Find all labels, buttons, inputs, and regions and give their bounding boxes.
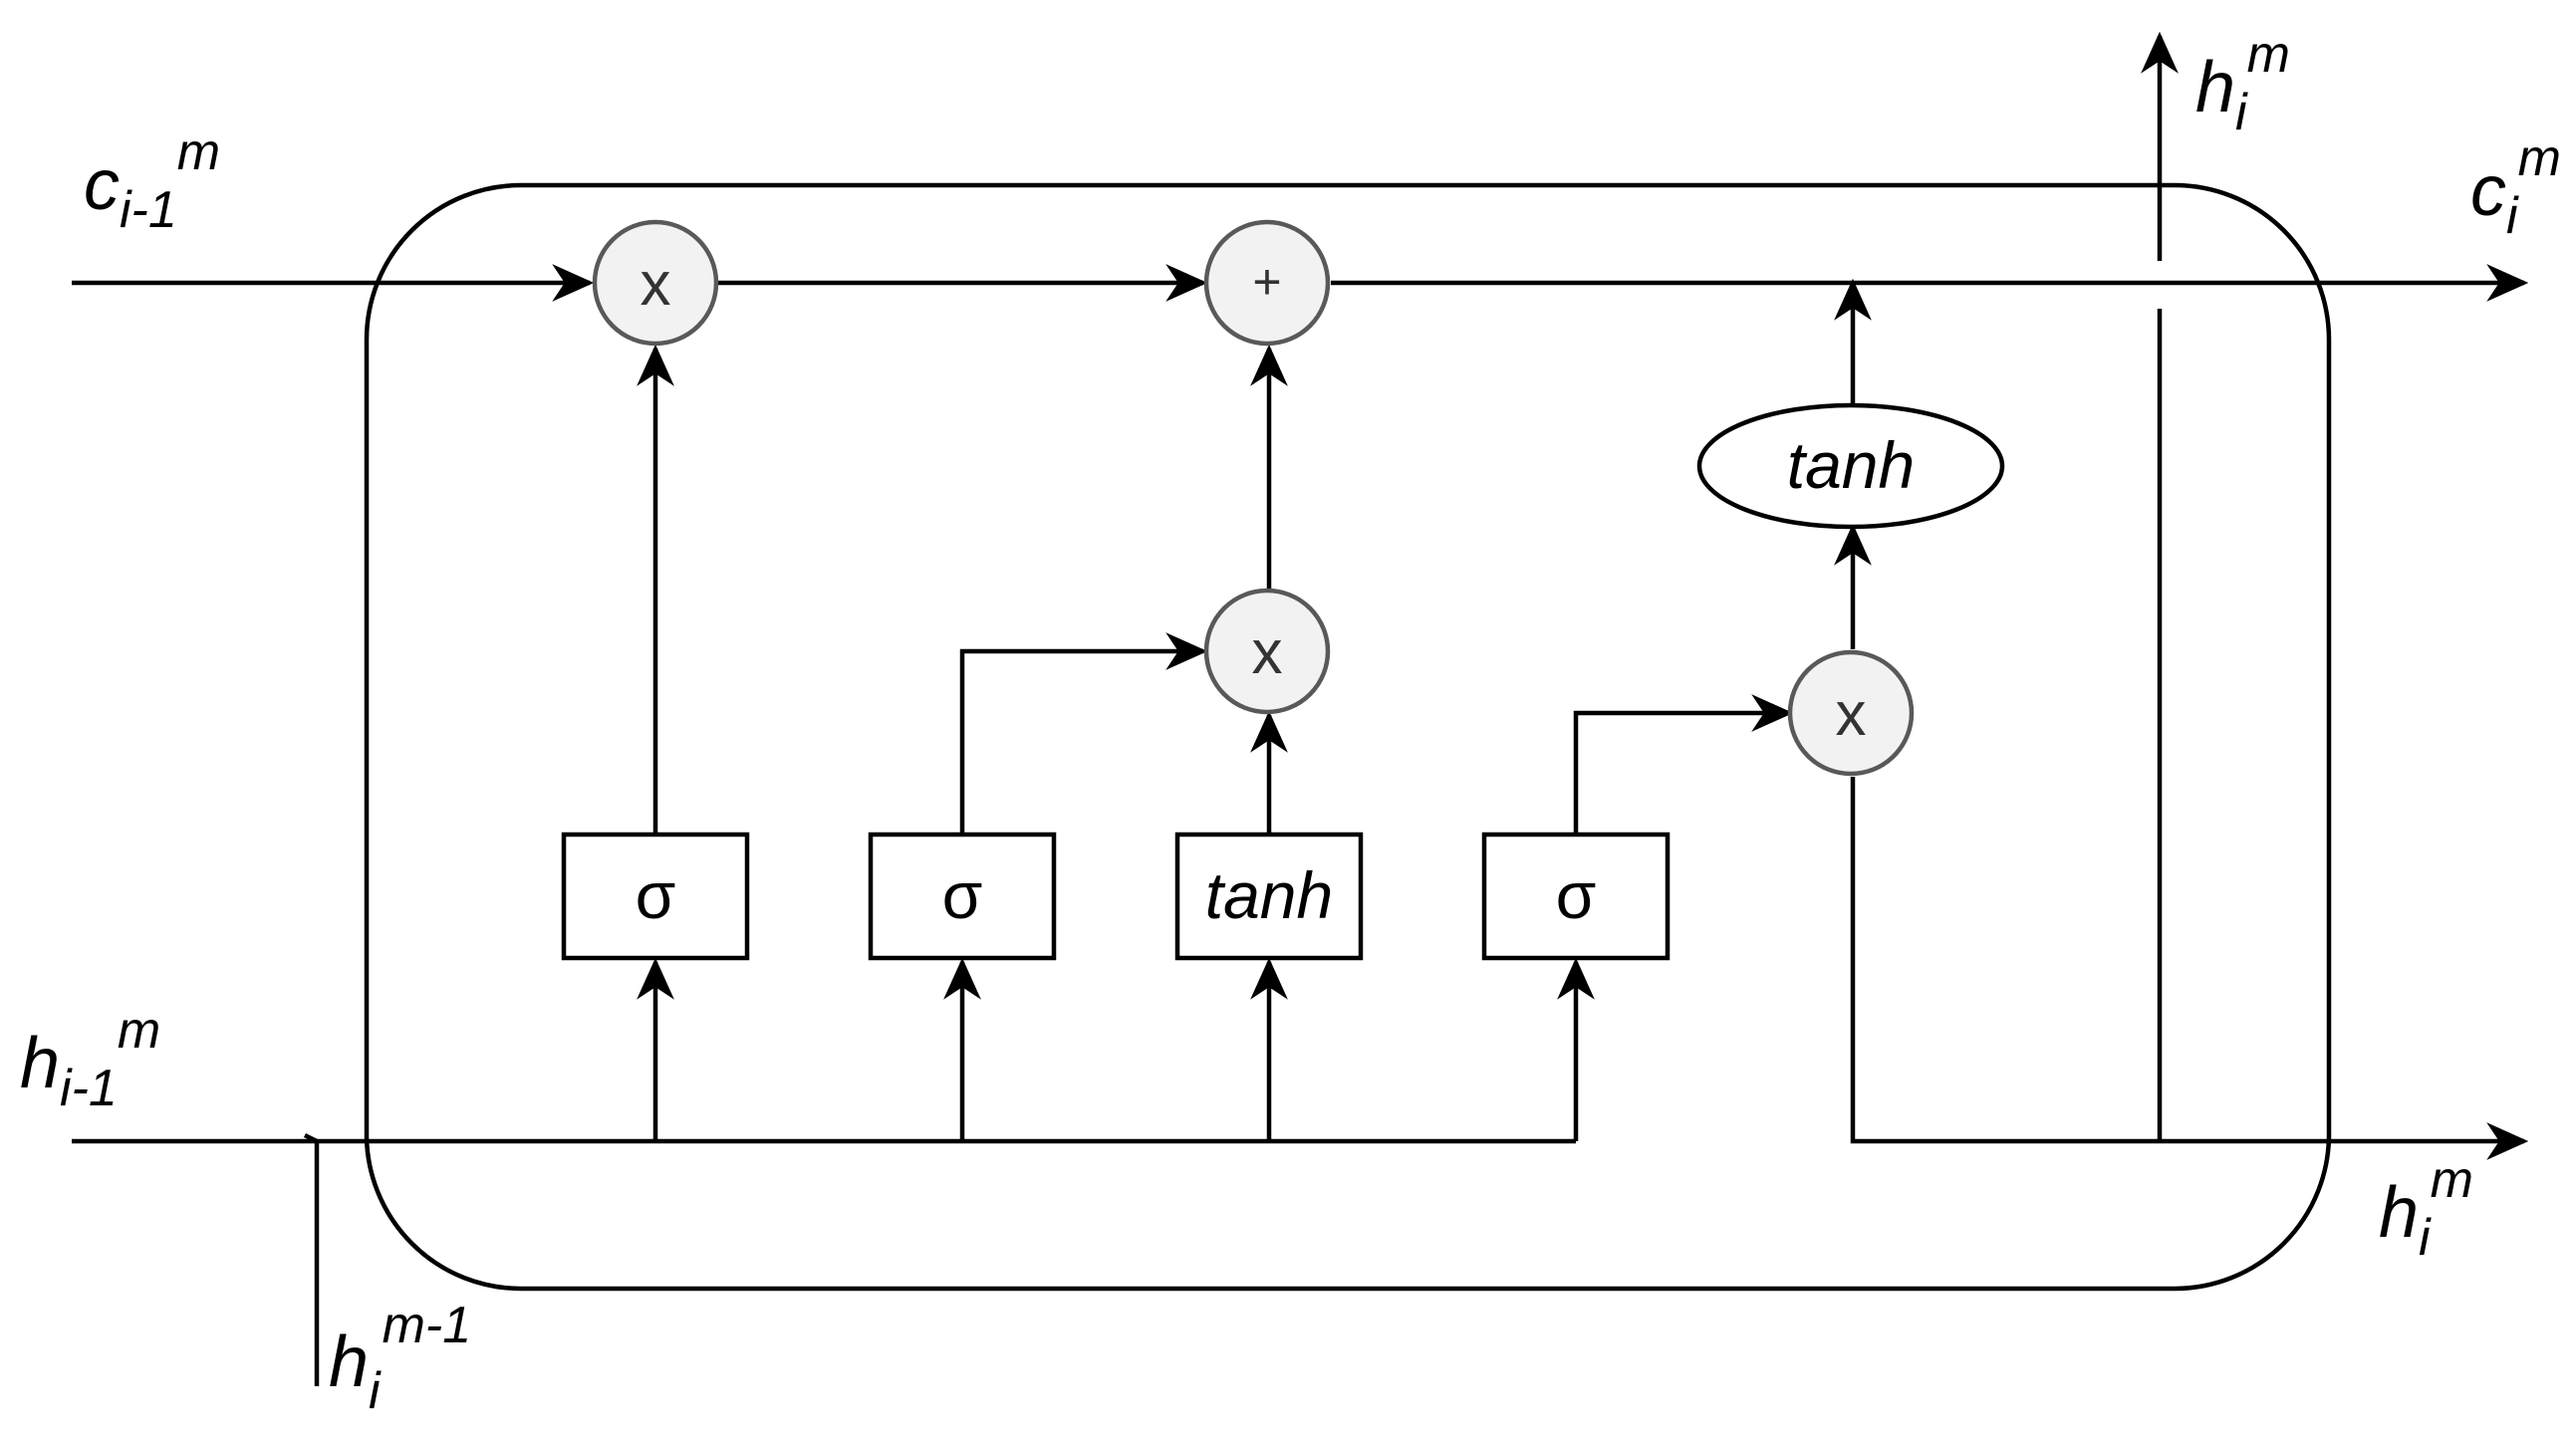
output-gate-to-mult: [1573, 694, 1794, 835]
forget-gate: σ: [561, 832, 750, 961]
label-h-below: him-1: [329, 1297, 471, 1420]
input-to-mult: [959, 632, 1208, 835]
cell-tanh-label: tanh: [1787, 428, 1915, 502]
candidate-gate: tanh: [1174, 832, 1364, 961]
cell-frame: [364, 182, 2332, 1292]
label-c-prev: ci-1m: [84, 123, 220, 239]
hidden-below-line: [303, 1132, 320, 1386]
forget-gate-label: σ: [636, 858, 676, 932]
input-multiply-label: x: [1252, 618, 1283, 687]
label-h-out-top: him: [2195, 26, 2290, 141]
output-gate: σ: [1481, 832, 1671, 961]
output-hidden-line: [1850, 777, 2529, 1160]
output-multiply-op: x: [1787, 649, 1915, 777]
label-c-out: cim: [2470, 129, 2561, 245]
input-gate-label: σ: [942, 858, 983, 932]
input-gate: σ: [868, 832, 1057, 961]
add-op: +: [1203, 219, 1331, 347]
input-multiply-op: x: [1203, 588, 1331, 715]
forget-multiply-op: x: [592, 219, 719, 347]
output-multiply-label: x: [1836, 680, 1867, 749]
candidate-gate-label: tanh: [1205, 858, 1333, 932]
label-h-prev: hi-1m: [20, 1002, 160, 1117]
output-gate-label: σ: [1556, 858, 1597, 932]
label-h-out-right: him: [2379, 1151, 2473, 1267]
forget-multiply-label: x: [641, 250, 671, 319]
add-label: +: [1252, 254, 1281, 310]
cell-tanh-op: tanh: [1696, 402, 2005, 530]
